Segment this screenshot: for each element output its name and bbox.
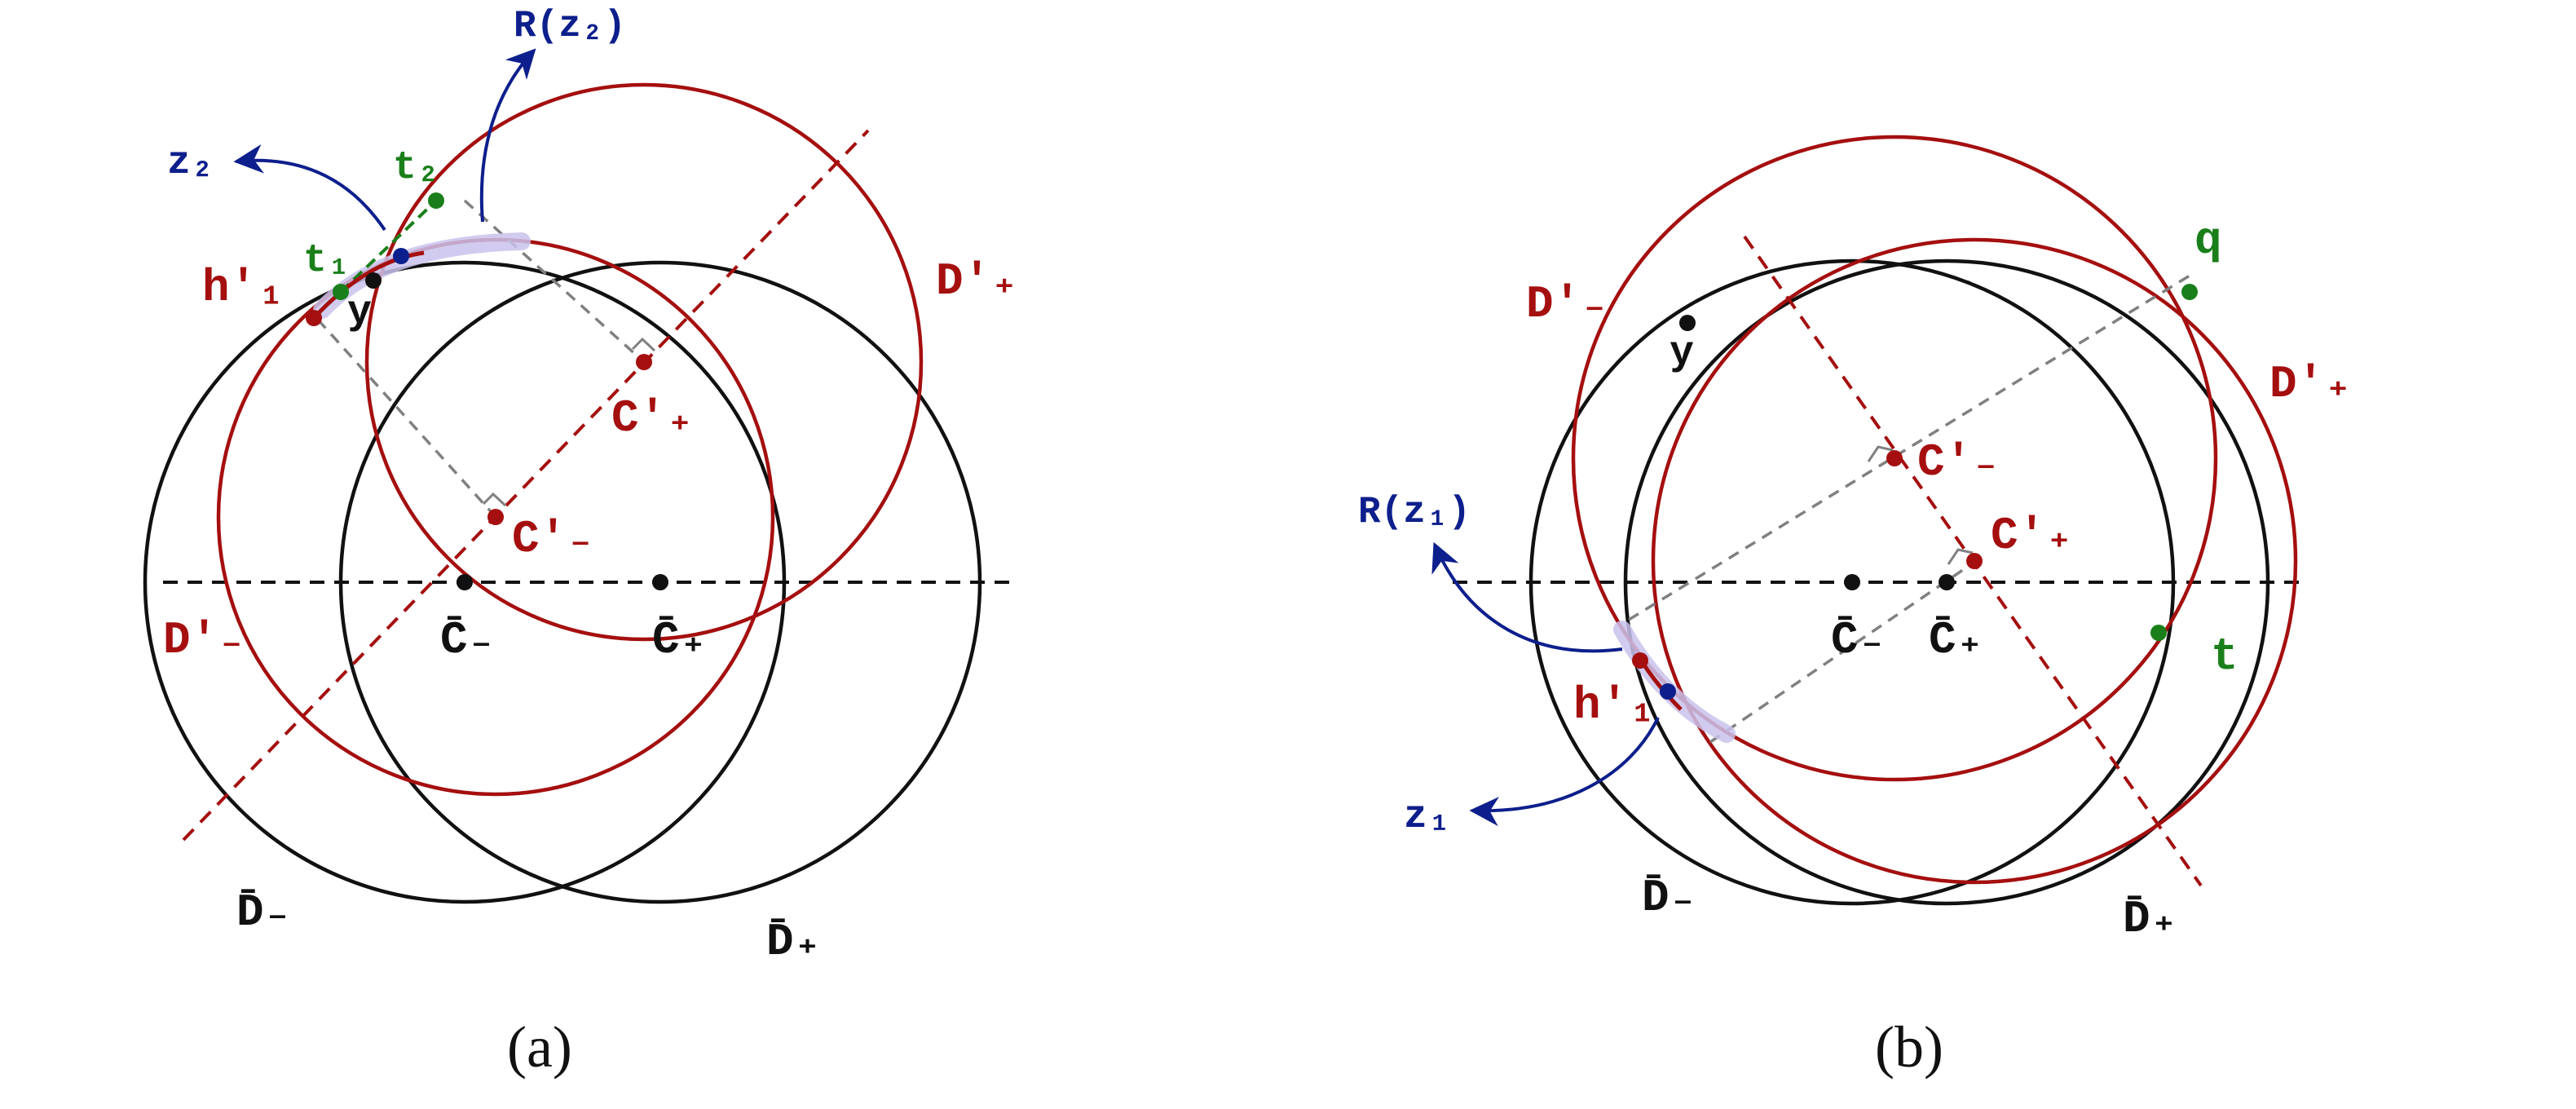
panel-b-label-c-minus-bar: C̄₋ bbox=[1831, 614, 1886, 666]
panel-b-point-c-minus-bar bbox=[1844, 574, 1860, 590]
panel-a-green-segment bbox=[339, 199, 438, 294]
panel-b-point-h1 bbox=[1632, 652, 1648, 669]
panel-a-label-d-plus-bar: D̄₊ bbox=[766, 916, 821, 968]
panel-a-red-arc-segment bbox=[312, 250, 425, 320]
panel-b-label-t: t bbox=[2211, 630, 2239, 683]
panel-a-right-angle-2 bbox=[631, 337, 656, 352]
panel-a-circle-d-plus-prime bbox=[364, 82, 924, 642]
panel-a-point-t1 bbox=[333, 284, 349, 300]
panel-b-label-c-plus-prime: C′₊ bbox=[1991, 510, 2073, 562]
panel-b-circle-d-plus-bar bbox=[1623, 258, 2270, 906]
panel-a-circle-d-minus-bar bbox=[143, 260, 787, 904]
panel-b-label-y: y bbox=[1670, 330, 1694, 377]
panel-b-label-c-minus-prime: C′₋ bbox=[1917, 436, 2000, 488]
panel-b-label-r-z1: R(z₁) bbox=[1358, 491, 1471, 533]
panel-b-arrow-r-z1 bbox=[1431, 541, 1623, 653]
panel-b-label-d-plus-bar: D̄₊ bbox=[2123, 893, 2177, 945]
panel-a-label-c-plus-bar: C̄₊ bbox=[652, 614, 707, 666]
panel-a-label-r-z2: R(z₂) bbox=[514, 5, 626, 47]
panel-a-label-z2: z₂ bbox=[167, 141, 214, 185]
panel-a-point-c-minus-bar bbox=[457, 574, 473, 590]
panel-a-label-t2: t₂ bbox=[393, 146, 440, 190]
panel-b-label-d-minus-bar: D̄₋ bbox=[1642, 872, 1696, 924]
panel-a-label-h1: h′₁ bbox=[202, 262, 285, 314]
panel-b-point-t bbox=[2150, 625, 2167, 641]
panel-a-label-d-minus-prime: D′₋ bbox=[163, 614, 245, 666]
panel-b-circle-d-plus-prime bbox=[1651, 237, 2298, 885]
panel-b-point-c-plus-bar bbox=[1939, 574, 1955, 590]
panel-a-label-c-minus-prime: C′₋ bbox=[512, 513, 594, 565]
panel-b-arrow-z1 bbox=[1469, 717, 1660, 827]
panel-b-circle-d-minus-prime bbox=[1571, 135, 2218, 782]
panel-a-point-c-plus-prime bbox=[636, 354, 652, 370]
panel-b-label-q: q bbox=[2194, 214, 2222, 267]
panel-b-point-c-plus-prime bbox=[1966, 553, 1983, 569]
panel-a-label-t1: t₁ bbox=[303, 239, 351, 283]
panel-a-point-z2 bbox=[393, 248, 409, 264]
panel-b-point-z1 bbox=[1660, 683, 1676, 700]
panel-b-circle-d-minus-bar bbox=[1528, 258, 2176, 906]
panel-a-point-y bbox=[365, 272, 382, 289]
panel-a-arrow-r-z2 bbox=[479, 48, 536, 223]
panel-b: q D′₋ y D′₊ C′₋ C′₊ R(z₁) C̄₋ C̄₊ t h′₁ … bbox=[1358, 135, 2352, 1080]
panel-b-right-angle-2 bbox=[1947, 548, 1974, 565]
panel-b-label-d-minus-prime: D′₋ bbox=[1526, 278, 1608, 330]
panel-a-circle-d-plus-bar bbox=[338, 260, 982, 904]
panel-a-point-c-plus-bar bbox=[652, 574, 668, 590]
panel-b-label-z1: z₁ bbox=[1404, 795, 1451, 839]
panel-a-label-d-minus-bar: D̄₋ bbox=[236, 886, 291, 939]
panel-a: R(z₂) z₂ t₂ t₁ h′₁ y D′₊ C′₊ C′₋ D′₋ C̄₋… bbox=[143, 5, 1018, 1080]
panel-a-label-c-minus-bar: C̄₋ bbox=[440, 614, 495, 666]
panel-b-label-h1: h′₁ bbox=[1573, 679, 1656, 731]
panel-a-point-t2 bbox=[428, 192, 444, 209]
panel-b-point-y bbox=[1679, 315, 1696, 331]
panel-b-gray-line-2 bbox=[1709, 559, 1977, 744]
panel-b-point-c-minus-prime bbox=[1886, 450, 1903, 466]
panel-a-point-c-minus-prime bbox=[487, 509, 504, 525]
panel-a-gray-perp-2 bbox=[463, 199, 646, 364]
panel-a-point-h1 bbox=[306, 310, 322, 326]
panel-a-right-angle-1 bbox=[482, 492, 507, 507]
panel-b-right-angle-1 bbox=[1867, 445, 1894, 462]
panel-a-arrow-z2 bbox=[233, 144, 386, 232]
panel-b-caption: (b) bbox=[1875, 1014, 1943, 1080]
panel-a-center-line bbox=[182, 129, 870, 842]
panel-b-label-d-plus-prime: D′₊ bbox=[2269, 358, 2352, 410]
panel-a-label-y: y bbox=[347, 289, 372, 336]
panel-a-caption: (a) bbox=[507, 1014, 572, 1080]
panel-b-point-q bbox=[2181, 284, 2198, 300]
panel-a-label-c-plus-prime: C′₊ bbox=[611, 392, 694, 444]
panel-b-label-c-plus-bar: C̄₊ bbox=[1929, 614, 1983, 666]
panel-b-gray-line-1 bbox=[1628, 274, 2190, 621]
panel-a-label-d-plus-prime: D′₊ bbox=[936, 255, 1018, 307]
panel-a-gray-perp-1 bbox=[316, 318, 497, 519]
